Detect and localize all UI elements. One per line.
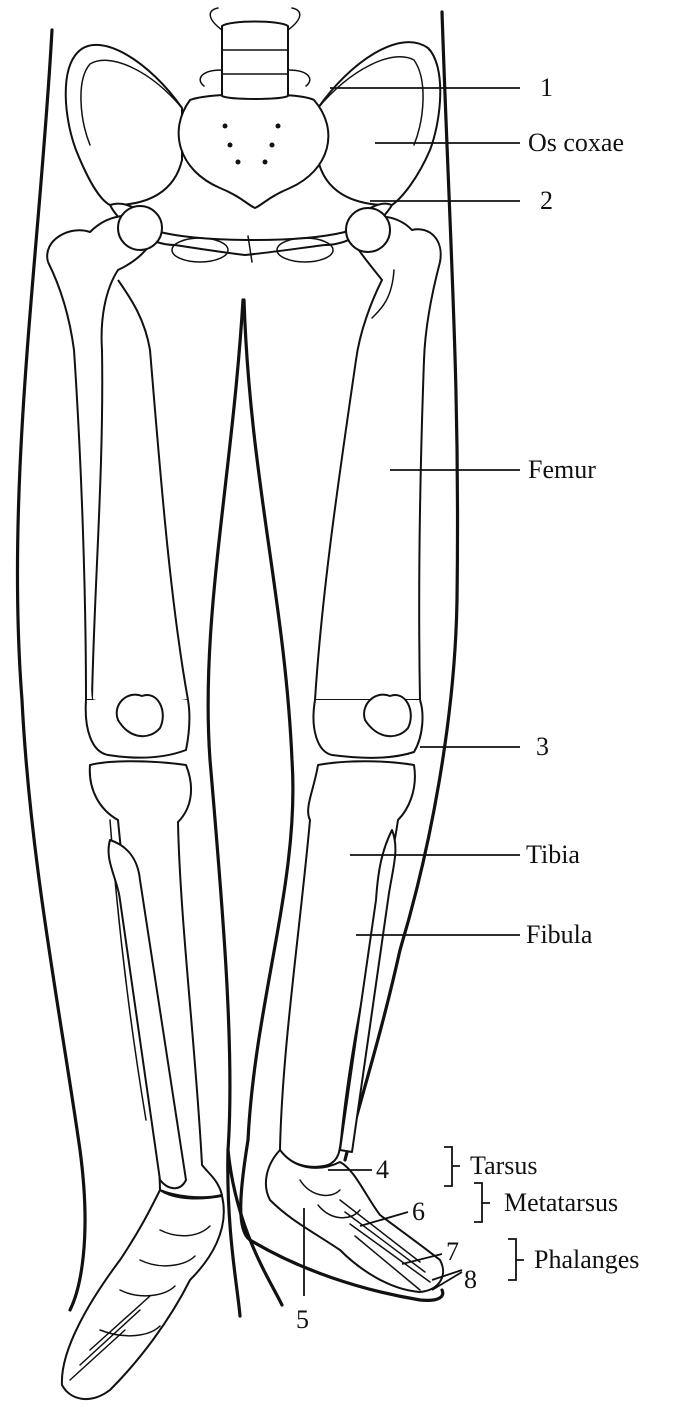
label-1: 1: [540, 73, 553, 102]
right-femur: [314, 208, 441, 758]
label-phalanges: Phalanges: [534, 1245, 639, 1274]
label-8: 8: [464, 1265, 477, 1294]
right-lower-leg: [280, 761, 415, 1167]
metatarsus-brace: [474, 1183, 490, 1222]
label-tarsus: Tarsus: [470, 1151, 538, 1180]
phalanges-brace: [508, 1239, 524, 1280]
label-5: 5: [296, 1305, 309, 1334]
label-3: 3: [536, 732, 549, 761]
label-tibia: Tibia: [526, 840, 580, 869]
label-4: 4: [376, 1155, 389, 1184]
left-lower-leg: [90, 761, 222, 1197]
label-metatarsus: Metatarsus: [504, 1188, 618, 1217]
label-7: 7: [446, 1237, 459, 1266]
tarsus-brace: [444, 1147, 460, 1186]
label-os-coxae: Os coxae: [528, 128, 624, 157]
left-femur: [47, 206, 189, 758]
label-femur: Femur: [528, 455, 596, 484]
label-2: 2: [540, 186, 553, 215]
label-6: 6: [412, 1197, 425, 1226]
label-fibula: Fibula: [526, 920, 593, 949]
